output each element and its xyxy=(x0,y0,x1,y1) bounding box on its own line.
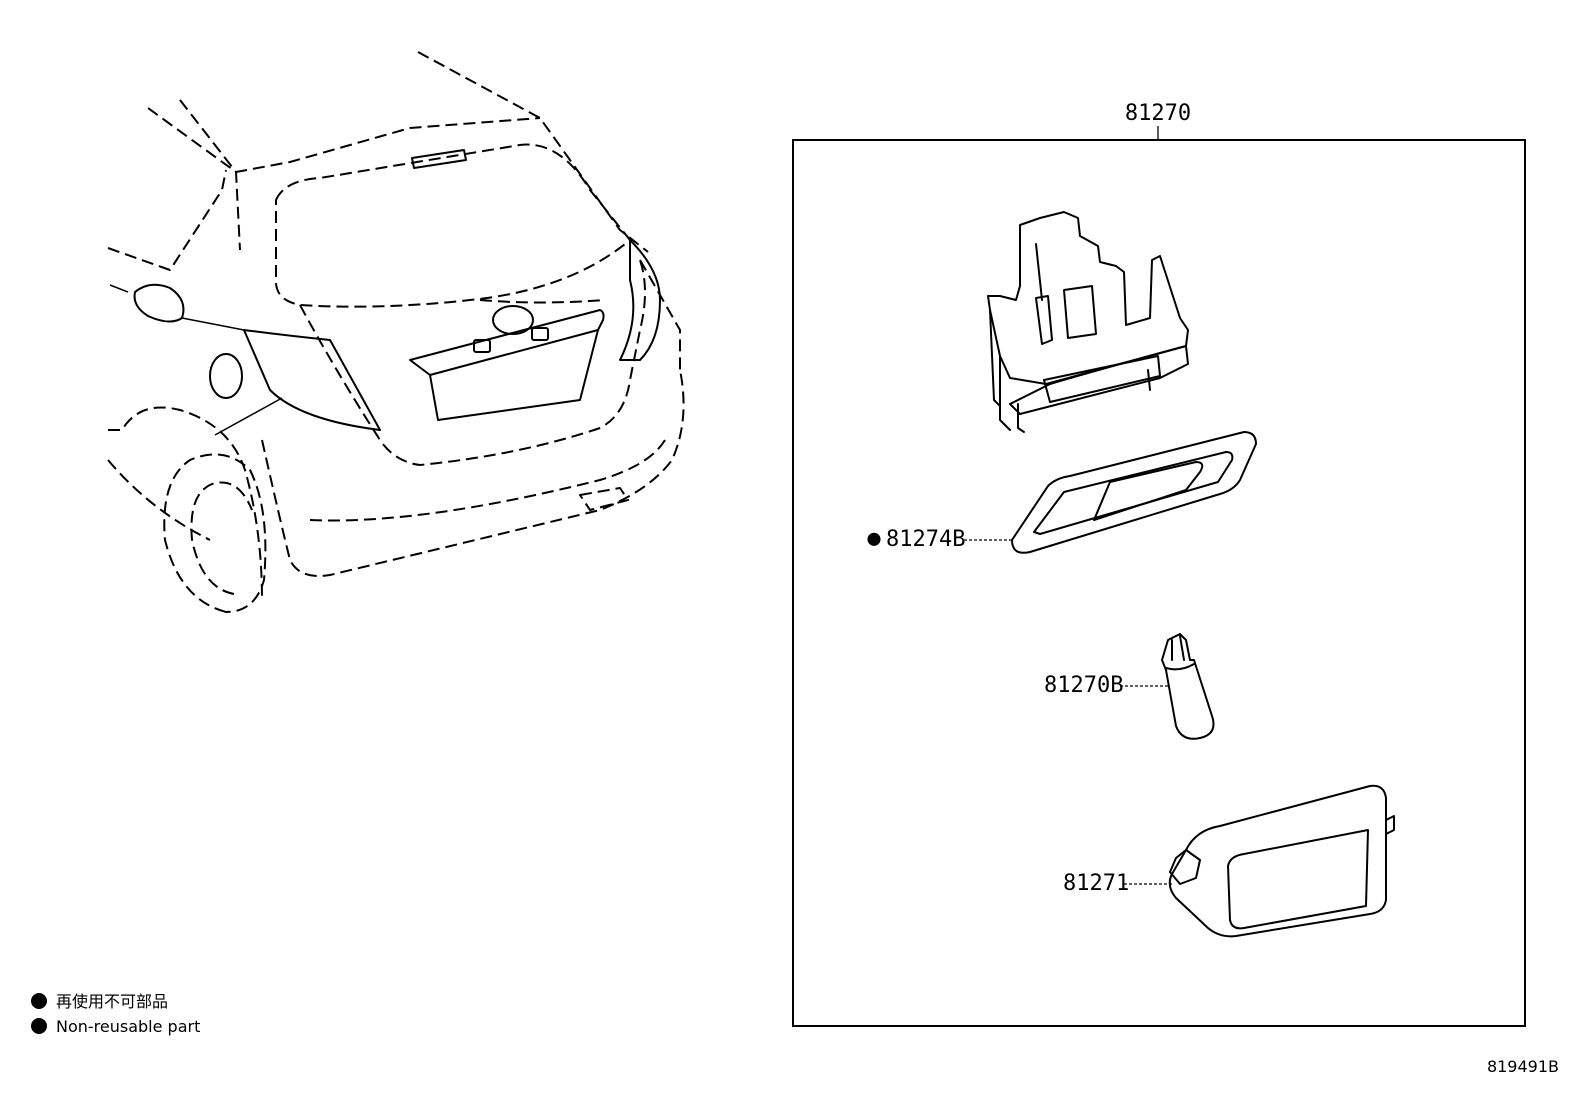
gasket-illustration xyxy=(1011,431,1257,554)
legend-dot-en xyxy=(31,1018,47,1034)
callout-part-number: 81274B xyxy=(886,527,965,552)
callout-part-number: 81270B xyxy=(1044,673,1123,698)
assembly-part-number: 81270 xyxy=(1125,101,1191,126)
callout-81271: 81271 xyxy=(1063,871,1172,896)
vehicle-rear-illustration xyxy=(107,51,685,613)
assembly-box xyxy=(792,139,1526,1027)
assembly-81270: 81270 xyxy=(792,101,1526,1027)
legend: 再使用不可部品 Non-reusable part xyxy=(31,992,200,1036)
callout-part-number: 81271 xyxy=(1063,871,1129,896)
lamp-housing-illustration xyxy=(987,211,1189,433)
callout-81274B: ● 81274B xyxy=(867,526,1012,552)
bulb-illustration xyxy=(1161,633,1215,740)
illustration-id: 819491B xyxy=(1487,1057,1559,1076)
lens-illustration xyxy=(1168,784,1395,938)
non-reusable-marker: ● xyxy=(867,526,881,551)
callout-81270B: 81270B xyxy=(1044,673,1170,698)
legend-dot-ja xyxy=(31,993,47,1009)
legend-english: Non-reusable part xyxy=(56,1017,200,1036)
legend-japanese: 再使用不可部品 xyxy=(56,992,168,1011)
